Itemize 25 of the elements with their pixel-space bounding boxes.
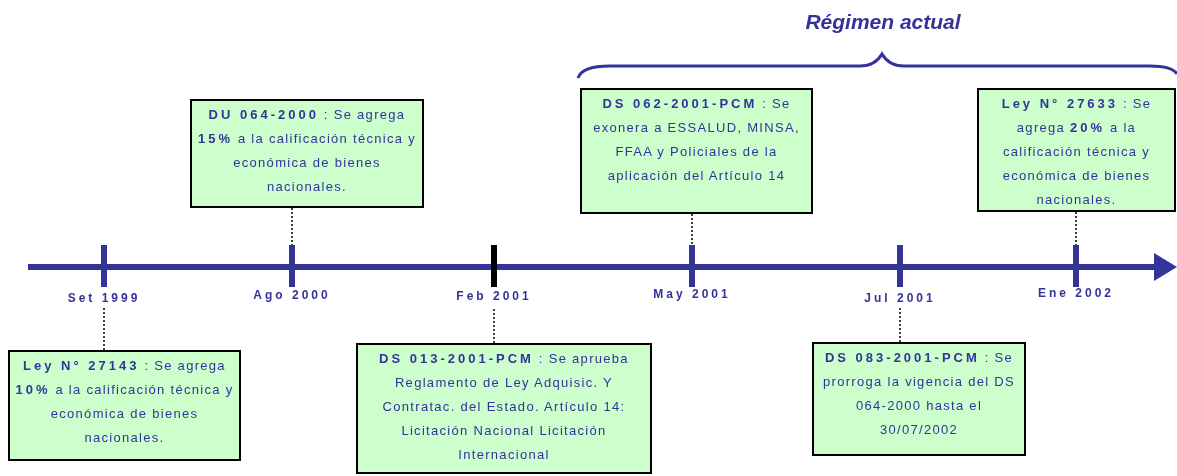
title: Régimen actual <box>804 10 962 34</box>
date-label: May 2001 <box>652 287 732 301</box>
leader-line <box>691 213 693 246</box>
leader-line <box>1075 211 1077 246</box>
date-label: Set 1999 <box>66 291 142 305</box>
date-label: Ene 2002 <box>1036 286 1115 300</box>
note-box <box>977 88 1176 212</box>
leader-line <box>899 306 901 343</box>
note-text: Ley N° 27633 : Se agrega 20% a la calificación técnica y económica de bienes nacionales. <box>1000 95 1153 209</box>
note-text: Ley N° 27143 : Se agrega 10% a la calificación técnica y económica de bienes nacionales. <box>14 357 235 447</box>
note-box <box>356 343 652 474</box>
leader-line <box>103 306 105 351</box>
note-box <box>190 99 424 208</box>
note-box <box>580 88 813 214</box>
leader-line <box>493 306 495 344</box>
note-box <box>812 342 1026 456</box>
leader-line <box>291 207 293 246</box>
date-label: Ago 2000 <box>252 288 332 302</box>
note-text: DS 013-2001-PCM : Se aprueba Reglamento de Ley Adquisic. Y Contratac. del Estado. Artículo 14: Licitación Nacional Licitación Internacional <box>378 350 630 464</box>
note-box <box>8 350 241 461</box>
note-text: DU 064-2000 : Se agrega 15% a la calificación técnica y económica de bienes nacionales. <box>196 106 418 196</box>
note-text: DS 083-2001-PCM : Se prorroga la vigencia del DS 064-2000 hasta el 30/07/2002 <box>822 349 1016 439</box>
date-label: Feb 2001 <box>455 289 533 303</box>
note-text: DS 062-2001-PCM : Se exonera a ESSALUD, MINSA, FFAA y Policiales de la aplicación del Artículo 14 <box>592 95 801 185</box>
date-label: Jul 2001 <box>863 291 937 305</box>
